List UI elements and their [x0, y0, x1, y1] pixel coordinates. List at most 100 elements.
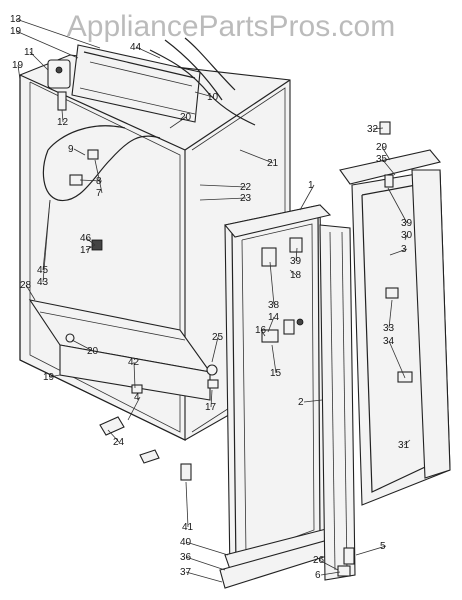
leader-line-31 — [403, 439, 411, 446]
leader-line-26 — [318, 559, 339, 571]
leader-line-11 — [29, 51, 49, 71]
callout-34: 34 — [383, 336, 395, 347]
callout-45: 45 — [37, 265, 49, 276]
callout-33: 33 — [383, 323, 395, 334]
callout-30: 30 — [401, 230, 413, 241]
leader-line-25 — [211, 336, 219, 363]
leader-line-13 — [15, 18, 101, 49]
bottom-brackets — [180, 463, 355, 577]
leader-line-46 — [85, 237, 96, 246]
small-fittings — [65, 239, 219, 464]
callout-3: 3 — [401, 244, 407, 255]
callout-12: 12 — [57, 117, 69, 128]
callout-23: 23 — [240, 193, 252, 204]
hinge-parts — [261, 237, 304, 343]
callout-42: 42 — [128, 357, 140, 368]
leader-line-39b — [295, 247, 298, 262]
leader-line-42 — [133, 361, 136, 389]
leader-line-37 — [185, 571, 223, 583]
leader-line-40 — [185, 541, 229, 556]
leader-line-17a — [85, 244, 96, 251]
callout-43: 43 — [37, 277, 49, 288]
callout-24: 24 — [113, 437, 125, 448]
leader-line-6 — [320, 571, 341, 576]
callout-44: 44 — [130, 42, 142, 53]
leader-line-38 — [269, 261, 275, 306]
callout-19a: 19 — [10, 26, 22, 37]
leader-line-1 — [299, 184, 315, 211]
callout-38: 38 — [268, 300, 280, 311]
callout-40: 40 — [180, 537, 192, 548]
callout-16: 16 — [255, 325, 267, 336]
leader-line-18 — [289, 269, 297, 276]
leader-line-30 — [404, 234, 408, 241]
leader-line-41 — [185, 481, 189, 528]
callout-17a: 17 — [80, 245, 92, 256]
wiring-harness — [42, 125, 161, 202]
control-housing — [47, 59, 71, 111]
leader-line-32 — [372, 127, 384, 130]
callout-46: 46 — [80, 233, 92, 244]
callout-18: 18 — [290, 270, 302, 281]
leader-line-22 — [199, 184, 247, 188]
callout-15: 15 — [270, 368, 282, 379]
leader-line-43 — [42, 199, 51, 283]
leader-line-21 — [239, 149, 274, 164]
leader-line-23 — [199, 197, 247, 201]
callout-32: 32 — [367, 124, 379, 135]
leader-line-19b — [17, 64, 21, 81]
callout-39b: 39 — [290, 256, 302, 267]
callout-4: 4 — [134, 392, 140, 403]
leader-line-35 — [381, 158, 396, 176]
callout-20b: 20 — [87, 346, 99, 357]
callout-1: 1 — [308, 180, 314, 191]
callout-8: 8 — [96, 176, 102, 187]
leader-line-24 — [107, 429, 120, 443]
callout-22: 22 — [240, 182, 252, 193]
watermark-text: AppliancePartsPros.com — [67, 10, 395, 43]
bottom-rail — [219, 527, 336, 589]
leader-line-28 — [25, 284, 36, 301]
callout-20a: 20 — [180, 112, 192, 123]
top-cables — [149, 37, 256, 126]
callout-21: 21 — [267, 158, 279, 169]
callout-19c: 19 — [43, 372, 55, 383]
leader-line-3 — [389, 248, 408, 256]
leader-line-9 — [73, 148, 86, 156]
leader-line-15 — [271, 344, 277, 374]
callout-5: 5 — [380, 541, 386, 552]
leader-line-4 — [127, 396, 141, 421]
callout-25: 25 — [212, 332, 224, 343]
door-gasket — [319, 224, 356, 581]
callout-19b: 19 — [12, 60, 24, 71]
callout-31: 31 — [398, 440, 410, 451]
callout-29: 29 — [376, 142, 388, 153]
leader-line-14 — [267, 316, 275, 333]
leader-line-10 — [194, 91, 214, 98]
callout-10: 10 — [207, 92, 219, 103]
leader-line-8 — [79, 179, 103, 182]
leader-line-20a — [169, 116, 187, 129]
callout-14: 14 — [268, 312, 280, 323]
top-rail — [71, 44, 201, 123]
leader-line-17b — [210, 389, 213, 408]
leader-line-19a — [15, 30, 79, 59]
callout-36: 36 — [180, 552, 192, 563]
leader-line-36 — [185, 556, 226, 571]
door-liner — [351, 169, 451, 506]
callout-2: 2 — [298, 397, 304, 408]
leader-line-2 — [303, 399, 323, 403]
door-frame — [223, 204, 332, 576]
callout-11: 11 — [24, 47, 35, 58]
callout-37: 37 — [180, 567, 192, 578]
callout-13: 13 — [10, 14, 22, 25]
callout-35: 35 — [376, 154, 388, 165]
leader-line-16 — [260, 329, 266, 337]
leader-line-5 — [355, 545, 387, 556]
callout-17b: 17 — [205, 402, 217, 413]
callout-6: 6 — [315, 570, 321, 581]
callout-28: 28 — [20, 280, 32, 291]
leader-line-19c — [48, 374, 61, 378]
